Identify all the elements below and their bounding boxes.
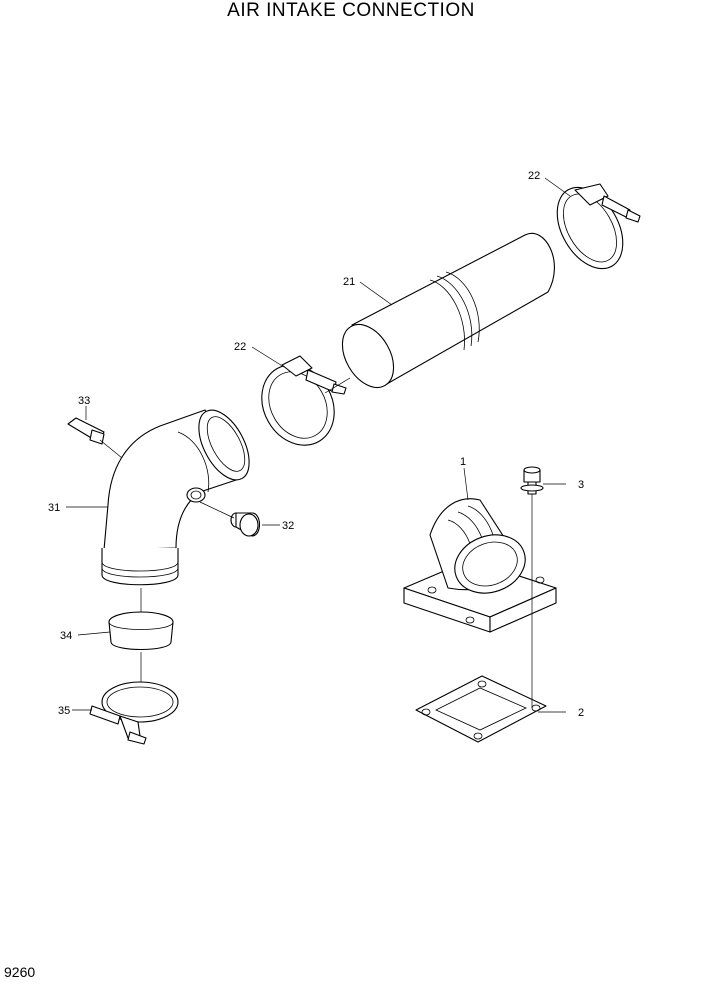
page-title: AIR INTAKE CONNECTION: [227, 0, 475, 21]
callout-22-upper: 22: [528, 170, 540, 182]
callout-3: 3: [578, 479, 584, 491]
page-number: 9260: [4, 964, 36, 980]
callout-34: 34: [60, 630, 72, 642]
clamp-middle: [261, 355, 347, 446]
intake-pipe: [341, 232, 555, 388]
intake-elbow: [101, 409, 250, 586]
callout-2: 2: [578, 707, 584, 719]
callout-1: 1: [460, 456, 466, 468]
clamp-upper: [556, 183, 641, 270]
leader-lines: [66, 177, 571, 713]
ring-34: [108, 611, 174, 650]
callouts: 22 21 22 33 31 32 34 35 1 3 2: [48, 170, 584, 719]
clamp-lower: [89, 681, 179, 745]
callout-21: 21: [343, 276, 355, 288]
callout-32: 32: [282, 520, 294, 532]
outlet-adapter: [403, 498, 557, 633]
fitting-33: [67, 417, 105, 445]
callout-33: 33: [78, 395, 90, 407]
plug-32: [230, 512, 261, 537]
bolt-3: [520, 466, 544, 495]
gasket-2: [415, 675, 547, 743]
callout-35: 35: [58, 705, 70, 717]
callout-31: 31: [48, 502, 60, 514]
callout-22-middle: 22: [234, 341, 246, 353]
